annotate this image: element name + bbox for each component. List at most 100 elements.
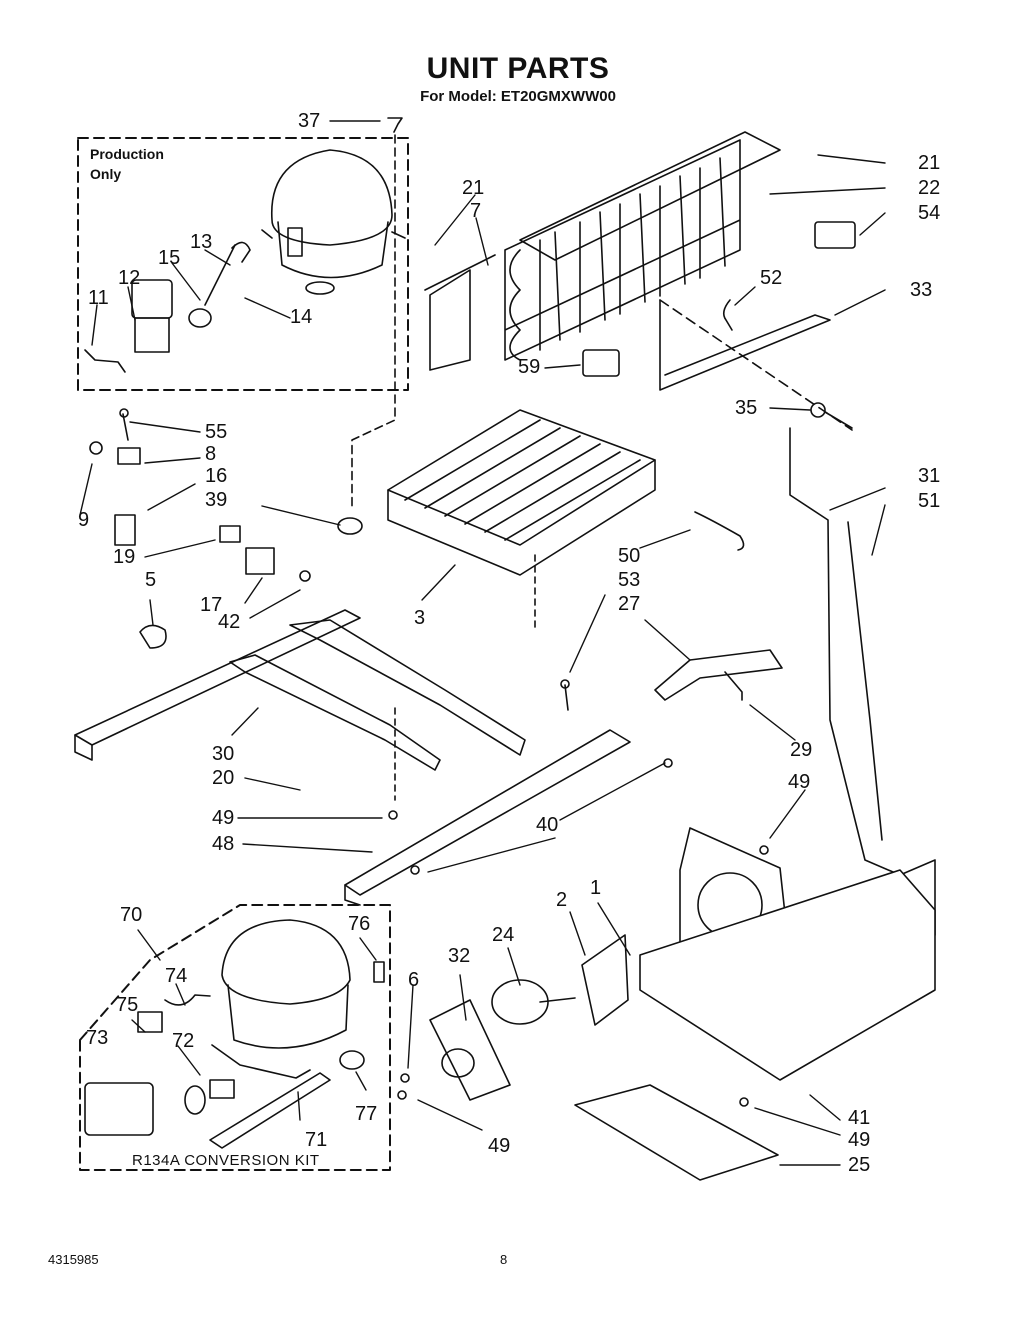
callout-22: 22 [918,177,941,199]
motor-bracket-icon [429,999,511,1101]
callout-21: 21 [462,177,485,199]
base-frame-icon [74,609,631,906]
start-device-icon [245,547,275,575]
production-only-box [77,137,409,391]
callout-72: 72 [172,1030,195,1052]
callout-21: 21 [918,152,941,174]
clip-icon [231,241,251,263]
callout-74: 74 [165,965,188,987]
page-number: 8 [500,1252,508,1267]
callout-14: 14 [290,306,313,328]
wire-harness-icon [84,349,126,373]
kit-relay-icon [84,1082,154,1136]
callout-51: 51 [918,490,941,512]
document-number: 4315985 [48,1252,99,1267]
screw-icon [560,679,570,711]
leader-lines [79,120,886,1166]
clamp-icon [582,221,856,377]
callout-19: 19 [113,546,136,568]
callout-29: 29 [790,739,813,761]
callout-76: 76 [348,913,371,935]
callout-55: 55 [205,421,228,443]
drain-pan-icon [574,1084,779,1181]
kit-fitting-icon [373,961,385,983]
grommet-icon [337,517,363,535]
drier-icon [654,649,783,701]
production-box-line2: Only [90,166,122,182]
callout-70: 70 [120,904,143,926]
callout-1: 1 [590,877,602,899]
callout-2: 2 [556,889,568,911]
callout-35: 35 [735,397,758,419]
callout-31: 31 [918,465,941,487]
heater-loop-icon [659,299,831,391]
callout-20: 20 [212,767,235,789]
kit-clip-icon [184,1079,235,1115]
callout-7: 7 [470,200,482,222]
callout-53: 53 [618,569,641,591]
kit-drier-icon [209,1072,331,1149]
callout-15: 15 [158,247,181,269]
plug-icon [89,441,103,455]
relay-icon [131,279,173,353]
model-subtitle: For Model: ET20GMXWW00 [420,88,616,105]
callout-73: 73 [86,1027,109,1049]
callout-42: 42 [218,611,241,633]
fan-blade-icon [581,934,629,1026]
fan-shroud-icon [441,1048,475,1078]
callout-16: 16 [205,465,228,487]
callout-59: 59 [518,356,541,378]
mount-clip-icon [139,624,167,649]
bolt-icon [387,117,403,133]
callout-13: 13 [190,231,213,253]
screw-icon [388,758,769,1107]
production-box-line1: Production [90,146,164,162]
callout-25: 25 [848,1154,871,1176]
callout-49: 49 [848,1129,871,1151]
conversion-kit-label: R134A CONVERSION KIT [132,1152,320,1169]
kit-wire-icon [164,994,211,1006]
kit-grommet-icon [339,1050,365,1070]
callout-40: 40 [536,814,559,836]
callout-24: 24 [492,924,515,946]
callout-49: 49 [212,807,235,829]
callout-17: 17 [200,594,223,616]
tube-icon [789,427,936,936]
condenser-coil-icon [504,131,781,361]
callout-32: 32 [448,945,471,967]
screw-icon [119,408,129,441]
callout-77: 77 [355,1103,378,1125]
callout-12: 12 [118,267,141,289]
callout-52: 52 [760,267,783,289]
hook-icon [722,299,733,331]
shelf-icon [639,869,936,1081]
callout-8: 8 [205,443,217,465]
callout-5: 5 [145,569,157,591]
callout-48: 48 [212,833,235,855]
callout-49: 49 [788,771,811,793]
capacitor-icon [219,525,241,543]
defrost-timer-icon [117,447,141,465]
callout-39: 39 [205,489,228,511]
callout-49: 49 [488,1135,511,1157]
callout-50: 50 [618,545,641,567]
callout-9: 9 [78,509,90,531]
callout-54: 54 [918,202,941,224]
terminal-block-icon [114,514,136,546]
kit-overload-icon [137,1011,163,1033]
evaporator-coil-icon [387,409,656,576]
thermostat-bulb-icon [810,402,853,429]
callout-75: 75 [116,994,139,1016]
callout-71: 71 [305,1129,328,1151]
callout-30: 30 [212,743,235,765]
callout-33: 33 [910,279,933,301]
kit-compressor-icon [211,919,351,1079]
compressor-icon [261,149,406,295]
conversion-kit-box [79,904,391,1171]
callout-11: 11 [88,287,109,309]
callout-41: 41 [848,1107,871,1129]
callout-37: 37 [298,110,321,132]
drier-clip-icon [724,671,743,701]
overload-icon [188,244,236,328]
